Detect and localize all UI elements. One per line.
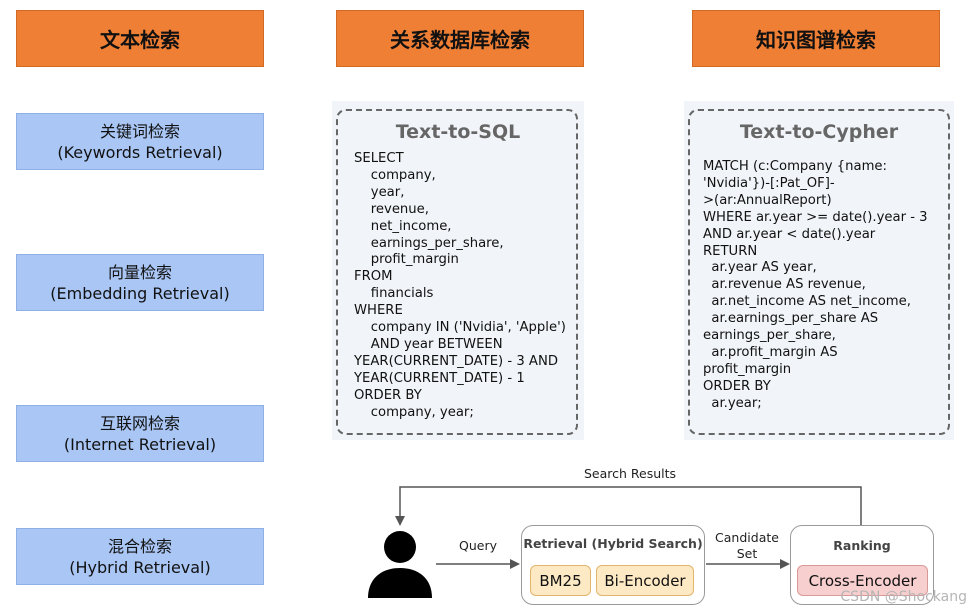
category-keywords: 关键词检索 (Keywords Retrieval) xyxy=(16,113,264,170)
ranking-title: Ranking xyxy=(833,538,891,553)
category-embedding-name: 向量检索 xyxy=(107,262,172,282)
retrieval-title: Retrieval (Hybrid Search) xyxy=(523,536,703,551)
category-internet-name: 互联网检索 xyxy=(99,413,180,433)
bm25-chip: BM25 xyxy=(530,565,591,596)
cypher-code: MATCH (c:Company {name: 'Nvidia'})-[:Pat… xyxy=(703,159,928,411)
sql-panel-title: Text-to-SQL xyxy=(395,121,521,143)
candidate-label: Candidate Set xyxy=(710,530,784,562)
category-internet: 互联网检索 (Internet Retrieval) xyxy=(16,405,264,462)
category-hybrid-english: (Hybrid Retrieval) xyxy=(69,557,211,577)
category-keywords-name: 关键词检索 xyxy=(99,121,180,141)
category-embedding-english: (Embedding Retrieval) xyxy=(50,283,230,303)
header-relational-db-search-label: 关系数据库检索 xyxy=(390,28,530,52)
cypher-panel-border xyxy=(688,109,950,435)
category-internet-english: (Internet Retrieval) xyxy=(63,434,217,454)
category-hybrid-name: 混合检索 xyxy=(107,536,172,556)
category-hybrid: 混合检索 (Hybrid Retrieval) xyxy=(16,528,264,585)
bi-encoder-label: Bi-Encoder xyxy=(604,571,686,590)
search-results-label: Search Results xyxy=(583,466,677,481)
query-label: Query xyxy=(459,538,497,553)
retrieval-box: Retrieval (Hybrid Search) BM25 Bi-Encode… xyxy=(521,525,705,605)
candidate-label-line2: Set xyxy=(736,546,758,561)
sql-code: SELECT company, year, revenue, net_incom… xyxy=(354,151,566,420)
cross-encoder-chip: Cross-Encoder xyxy=(797,565,928,596)
candidate-label-line1: Candidate xyxy=(715,530,779,545)
cross-encoder-label: Cross-Encoder xyxy=(808,571,917,590)
header-knowledge-graph-search: 知识图谱检索 xyxy=(692,10,940,67)
category-keywords-english: (Keywords Retrieval) xyxy=(57,142,223,162)
cypher-panel: Text-to-Cypher MATCH (c:Company {name: '… xyxy=(684,101,954,440)
category-embedding: 向量检索 (Embedding Retrieval) xyxy=(16,254,264,311)
header-text-search: 文本检索 xyxy=(16,10,264,67)
bi-encoder-chip: Bi-Encoder xyxy=(596,565,694,596)
user-icon xyxy=(368,531,432,598)
sql-panel: Text-to-SQL SELECT company, year, revenu… xyxy=(332,101,584,440)
bm25-label: BM25 xyxy=(539,571,582,590)
header-knowledge-graph-search-label: 知识图谱检索 xyxy=(756,28,876,52)
sql-panel-border xyxy=(336,109,578,435)
search-results-arrow xyxy=(395,486,862,526)
watermark: CSDN @Shockang xyxy=(840,589,967,605)
cypher-panel-title: Text-to-Cypher xyxy=(739,121,899,143)
header-text-search-label: 文本检索 xyxy=(100,28,180,52)
ranking-box: Ranking Cross-Encoder xyxy=(790,525,934,605)
header-relational-db-search: 关系数据库检索 xyxy=(336,10,584,67)
